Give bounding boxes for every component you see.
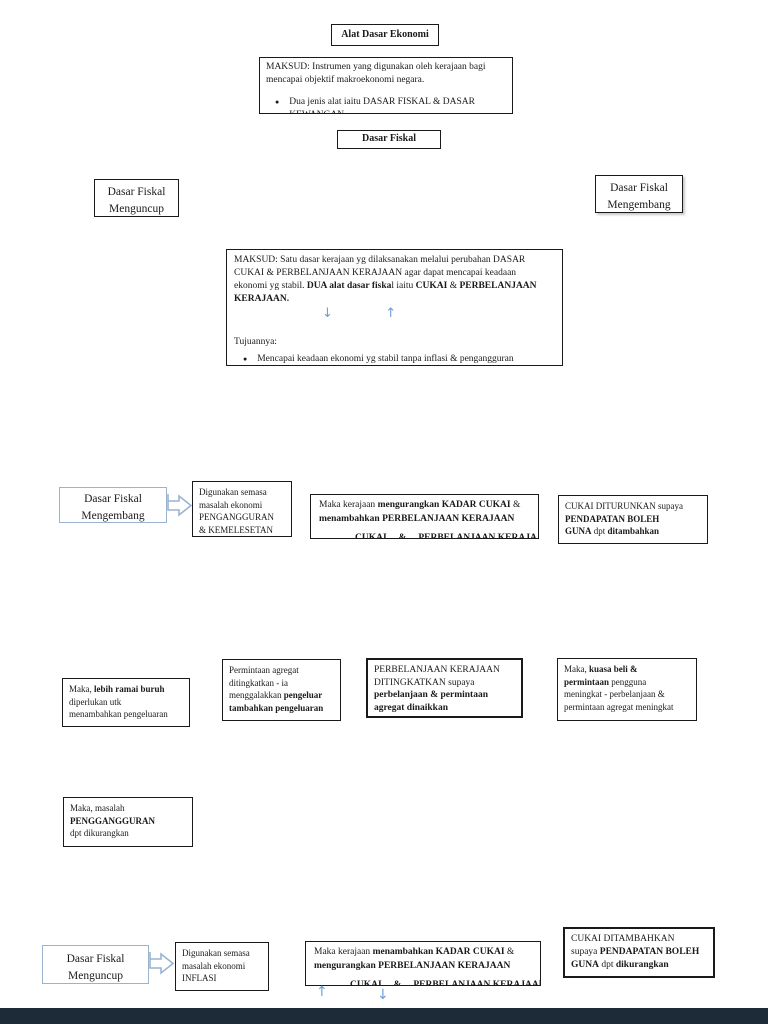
tujuannya-bullet: ● Mencapai keadaan ekonomi yg stabil tan…	[234, 353, 555, 365]
arrow-down-icon: ↓	[377, 987, 389, 1003]
maka-tambah-cukai-text: Maka kerajaan menambahkan KADAR CUKAI &m…	[314, 947, 515, 971]
maksud-alat-dasar-paragraph: MAKSUD: Instrumen yang digunakan oleh ke…	[266, 62, 486, 85]
maka-kurang-cukai-text: Maka kerajaan mengurangkan KADAR CUKAI &…	[319, 500, 521, 524]
block-arrow-right-icon	[167, 494, 193, 517]
dasar-fiskal-box: Dasar Fiskal	[337, 130, 441, 149]
maksud-dasar-fiskal-box: MAKSUD: Satu dasar kerajaan yg dilaksana…	[226, 249, 563, 366]
maksud-alat-dasar-box: MAKSUD: Instrumen yang digunakan oleh ke…	[259, 57, 513, 114]
tujuannya-label: Tujuannya:	[234, 337, 277, 347]
tujuannya-bullet-text: Mencapai keadaan ekonomi yg stabil tanpa…	[257, 354, 514, 364]
arrow-up-icon: ↑	[316, 984, 328, 1000]
title-box-alat-dasar-ekonomi: Alat Dasar Ekonomi	[331, 24, 439, 46]
maksud-alat-dasar-bullet-text: Dua jenis alat iaitu DASAR FISKAL & DASA…	[289, 97, 475, 113]
viewer-bottom-background-bar	[0, 1008, 768, 1024]
maksud-alat-dasar-bullet: ● Dua jenis alat iaitu DASAR FISKAL & DA…	[266, 96, 506, 113]
bullet-icon: ●	[243, 355, 248, 363]
arrow-up-icon: ↑	[385, 306, 397, 321]
maksud-dasar-fiskal-paragraph: MAKSUD: Satu dasar kerajaan yg dilaksana…	[234, 255, 537, 304]
maka-tambah-cukai-box: Maka kerajaan menambahkan KADAR CUKAI &m…	[305, 941, 541, 986]
bullet-icon: ●	[275, 98, 280, 106]
arrow-down-icon: ↓	[322, 306, 333, 321]
maka-kurang-cukai-box: Maka kerajaan mengurangkan KADAR CUKAI &…	[310, 494, 539, 539]
cukai-perbelanjaan-clipped-line: CUKAI & PERBELANJAAN KERAJAAN	[355, 533, 539, 539]
tax-spending-arrows: ↓ ↑	[234, 306, 555, 323]
block-arrow-right-icon	[149, 952, 175, 975]
cukai-perbelanjaan-clipped-line: CUKAI & PERBELANJAAN KERAJAAN	[350, 980, 541, 986]
